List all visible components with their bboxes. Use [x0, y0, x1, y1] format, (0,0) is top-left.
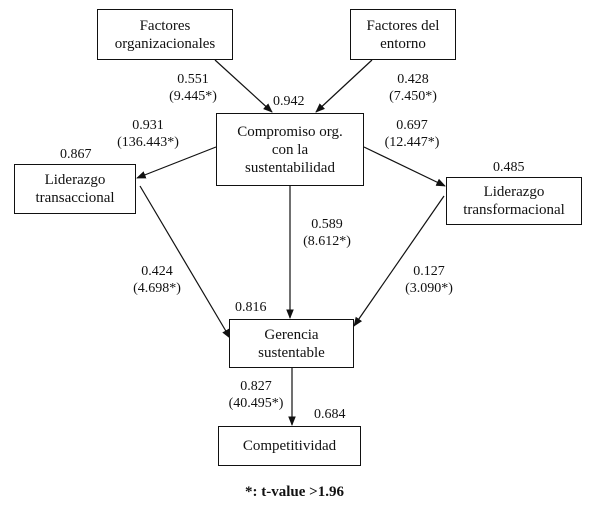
arrow-entorno-to-compromiso [315, 59, 373, 113]
node-liderazgo-transformacional-label: Liderazgo transformacional [463, 184, 565, 218]
path-t-gerencia-competitividad: (40.495*) [228, 396, 284, 411]
arrow-compromiso-to-liderazgo-transf [363, 146, 446, 187]
node-competitividad-label: Competitividad [242, 438, 337, 454]
path-label-ltransf-gerencia: 0.127 (3.090*) [396, 263, 462, 297]
node-factores-organizacionales: Factores organizacionales [97, 9, 233, 60]
node-gerencia-sustentable: Gerencia sustentable [229, 319, 354, 368]
arrow-liderazgo-trans-to-gerencia [139, 185, 231, 339]
arrow-org-to-compromiso [214, 59, 273, 113]
node-factores-entorno-label: Factores del entorno [366, 17, 440, 52]
r2-gerencia: 0.816 [235, 300, 267, 315]
r2-compromiso: 0.942 [273, 94, 305, 109]
path-coef-compromiso-ltransf: 0.697 [396, 118, 428, 133]
path-coef-entorno-compromiso: 0.428 [397, 72, 429, 87]
node-factores-entorno: Factores del entorno [350, 9, 456, 60]
node-competitividad: Competitividad [218, 426, 361, 466]
path-coef-org-compromiso: 0.551 [177, 72, 209, 87]
node-liderazgo-transaccional-label: Liderazgo transaccional [35, 172, 115, 206]
arrow-liderazgo-transf-to-gerencia [353, 195, 445, 327]
footnote: *: t-value >1.96 [245, 484, 344, 500]
path-coef-compromiso-ltrans: 0.931 [132, 118, 164, 133]
path-label-compromiso-ltransf: 0.697 (12.447*) [372, 117, 452, 151]
arrow-compromiso-to-liderazgo-trans [136, 146, 217, 179]
path-t-compromiso-ltrans: (136.443*) [117, 135, 179, 150]
node-gerencia-sustentable-label: Gerencia sustentable [258, 326, 325, 361]
node-factores-organizacionales-label: Factores organizacionales [114, 17, 216, 52]
r2-competitividad: 0.684 [314, 407, 346, 422]
path-label-gerencia-competitividad: 0.827 (40.495*) [220, 378, 292, 412]
path-t-ltransf-gerencia: (3.090*) [405, 281, 453, 296]
path-coef-ltransf-gerencia: 0.127 [413, 264, 445, 279]
path-coef-compromiso-gerencia: 0.589 [311, 217, 343, 232]
r2-liderazgo-transaccional: 0.867 [60, 147, 92, 162]
node-compromiso-label: Compromiso org. con la sustentabilidad [237, 123, 343, 176]
path-coef-gerencia-competitividad: 0.827 [240, 379, 272, 394]
path-label-ltrans-gerencia: 0.424 (4.698*) [124, 263, 190, 297]
path-t-entorno-compromiso: (7.450*) [389, 89, 437, 104]
path-label-entorno-compromiso: 0.428 (7.450*) [378, 71, 448, 105]
node-liderazgo-transaccional: Liderazgo transaccional [14, 164, 136, 214]
node-liderazgo-transformacional: Liderazgo transformacional [446, 177, 582, 225]
path-t-compromiso-ltransf: (12.447*) [384, 135, 440, 150]
r2-liderazgo-transformacional: 0.485 [493, 160, 525, 175]
path-t-ltrans-gerencia: (4.698*) [133, 281, 181, 296]
path-coef-ltrans-gerencia: 0.424 [141, 264, 173, 279]
path-t-compromiso-gerencia: (8.612*) [303, 234, 351, 249]
path-label-compromiso-ltrans: 0.931 (136.443*) [108, 117, 188, 151]
path-t-org-compromiso: (9.445*) [169, 89, 217, 104]
node-compromiso: Compromiso org. con la sustentabilidad [216, 113, 364, 186]
path-label-compromiso-gerencia: 0.589 (8.612*) [294, 216, 360, 250]
path-label-org-compromiso: 0.551 (9.445*) [158, 71, 228, 105]
